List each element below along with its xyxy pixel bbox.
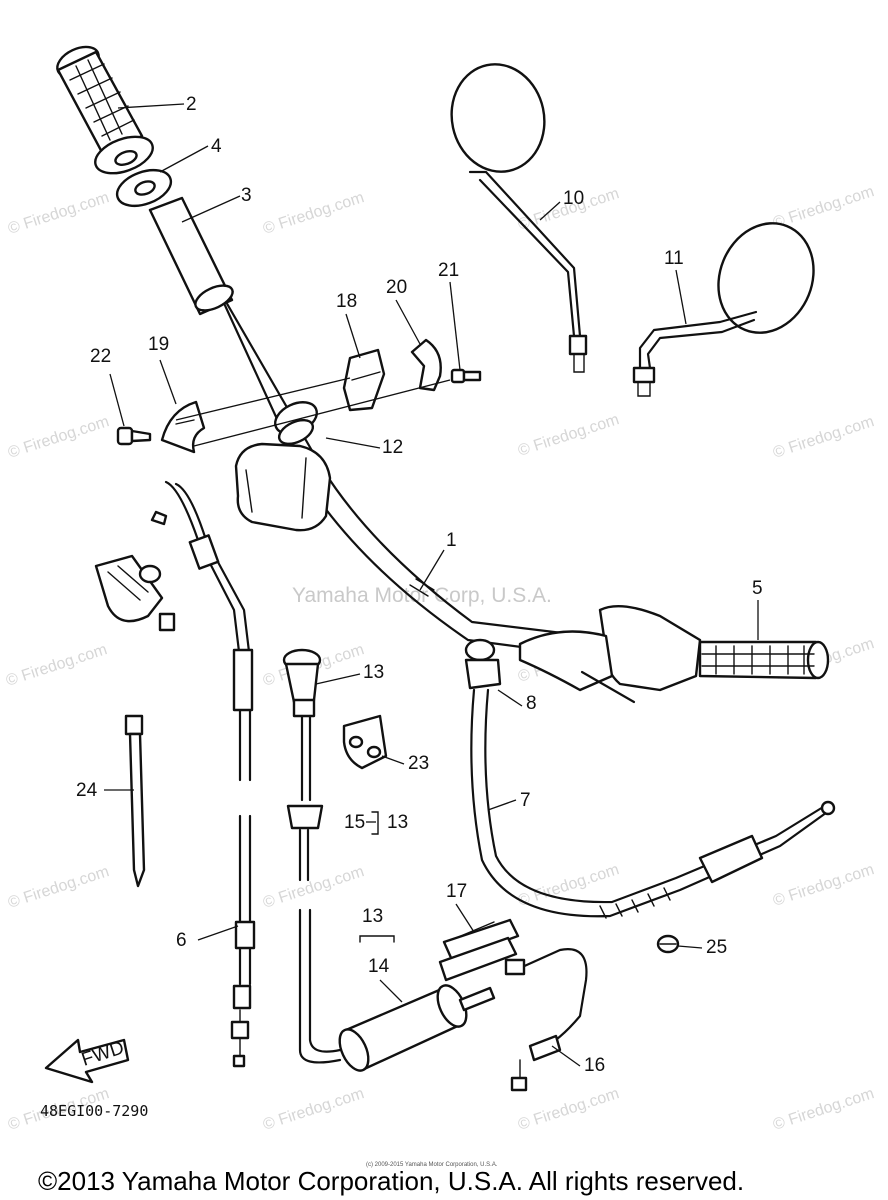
firedog-watermark: © Firedog.com: [771, 861, 876, 910]
clamp-alignment-line: [175, 377, 351, 421]
center-watermark: Yamaha Motor Corp, U.S.A.: [292, 584, 552, 607]
grip-washer-part: [115, 168, 173, 208]
callout-10: 10: [563, 188, 584, 209]
switch-detail-part: [94, 554, 176, 632]
small-copyright: (c) 2009-2015 Yamaha Motor Corporation, …: [366, 1162, 498, 1168]
callout-7: 7: [520, 790, 531, 811]
callout-4: 4: [211, 136, 222, 157]
callout-5: 5: [752, 578, 763, 599]
starter-plunger-part: [298, 908, 496, 1072]
clamp-alignment-line-2: [193, 379, 451, 447]
firedog-watermark: © Firedog.com: [771, 1085, 876, 1134]
callout-19: 19: [148, 334, 169, 355]
cable-tie-part: [124, 714, 146, 888]
firedog-watermark: © Firedog.com: [6, 863, 111, 912]
callout-8: 8: [526, 693, 537, 714]
fwd-arrow: FWD: [44, 1037, 130, 1084]
callout-3: 3: [241, 185, 252, 206]
cable-boot-part: [464, 638, 502, 690]
firedog-watermark: © Firedog.com: [4, 641, 109, 690]
callout-1: 1: [446, 530, 457, 551]
cable-clip-part: [656, 934, 680, 954]
callout-11: 11: [664, 248, 684, 269]
left-mirror-part: [450, 63, 588, 373]
firedog-watermark: © Firedog.com: [6, 189, 111, 238]
firedog-watermark: © Firedog.com: [261, 1085, 366, 1134]
callout-15: 15: [344, 812, 365, 833]
clutch-cable-part: [470, 688, 836, 919]
firedog-watermark: © Firedog.com: [6, 413, 111, 462]
callout-13: 13: [363, 662, 384, 683]
callout-17: 17: [446, 881, 467, 902]
clamp-part: [342, 348, 386, 412]
leader-lines: [104, 103, 759, 1067]
lever-bracket-part: [160, 400, 206, 454]
firedog-watermark: © Firedog.com: [771, 183, 876, 232]
callout-layer: 1234567810111213131314151617181920212223…: [76, 94, 763, 1076]
callout-18: 18: [336, 291, 357, 312]
callout-12: 12: [382, 437, 403, 458]
footer-copyright: ©2013 Yamaha Motor Corporation, U.S.A. A…: [38, 1166, 744, 1196]
callout-20: 20: [386, 277, 407, 298]
callout-23: 23: [408, 753, 429, 774]
diagram-code: 48EGI00-7290: [40, 1102, 148, 1120]
callout-16: 16: [584, 1055, 605, 1076]
right-grip-part: [518, 604, 830, 704]
left-grip-part: [56, 45, 154, 175]
callout-14: 14: [368, 956, 390, 977]
connector-part: [438, 918, 520, 982]
firedog-watermark: © Firedog.com: [261, 863, 366, 912]
callout-22: 22: [90, 346, 111, 367]
firedog-watermark: © Firedog.com: [516, 1085, 621, 1134]
firedog-watermark: © Firedog.com: [516, 411, 621, 460]
callout-2: 2: [186, 94, 197, 115]
callout-6: 6: [176, 930, 187, 951]
clamp-screw-part: [450, 368, 482, 384]
firedog-watermark: © Firedog.com: [261, 189, 366, 238]
throttle-tube-part: [148, 196, 234, 316]
bracket-bolt-part: [116, 426, 152, 446]
callout-21: 21: [438, 260, 459, 281]
wire-lead-part: [504, 948, 588, 1092]
callout-13: 13: [387, 812, 408, 833]
callout-24: 24: [76, 780, 98, 801]
left-switch-housing-part: [234, 401, 332, 532]
starter-cable-part: [282, 648, 324, 882]
clip-part: [410, 338, 442, 392]
callout-25: 25: [706, 937, 727, 958]
cable-holder-part: [342, 714, 388, 770]
throttle-cable-part: [150, 480, 256, 1068]
right-mirror-part: [632, 222, 815, 397]
callout-13: 13: [362, 906, 383, 927]
firedog-watermark: © Firedog.com: [771, 413, 876, 462]
